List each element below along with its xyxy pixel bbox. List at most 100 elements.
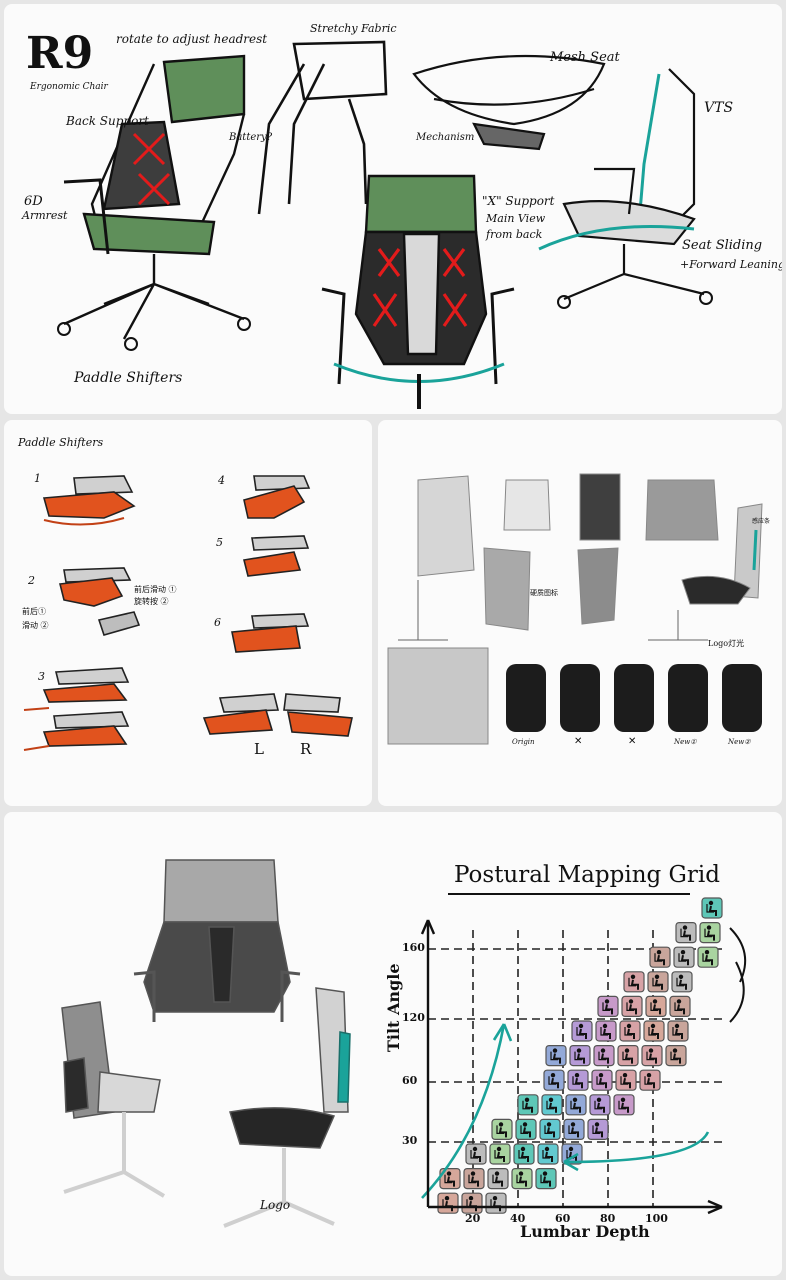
paddle-note-2: 旋转按 ② bbox=[134, 597, 169, 606]
variant-label-2: ✕ bbox=[574, 736, 583, 747]
x-tick-label: 60 bbox=[555, 1212, 571, 1225]
y-axis-label: Tilt Angle bbox=[384, 963, 403, 1052]
paddle-sheet-title: Paddle Shifters bbox=[18, 436, 104, 449]
note-battery: Battery? bbox=[229, 132, 273, 143]
posture-cell bbox=[595, 1020, 617, 1042]
model-subtitle: Ergonomic Chair bbox=[30, 82, 108, 92]
chair-concept-sketches bbox=[57, 40, 713, 409]
posture-cell bbox=[699, 921, 721, 944]
paddle-shifter-sketches bbox=[23, 475, 353, 751]
posture-cell bbox=[511, 1168, 533, 1190]
posture-cell bbox=[541, 1094, 563, 1116]
step-3: 3 bbox=[38, 670, 45, 683]
posture-cell bbox=[593, 1045, 615, 1067]
posture-cell bbox=[491, 1118, 513, 1140]
posture-cell bbox=[591, 1069, 613, 1091]
posture-cell bbox=[463, 1168, 485, 1190]
posture-cell bbox=[623, 971, 645, 993]
posture-cell bbox=[489, 1143, 511, 1165]
posture-cell bbox=[567, 1069, 589, 1091]
x-tick-label: 40 bbox=[510, 1212, 526, 1225]
note-paddle-shifters: Paddle Shifters bbox=[74, 370, 183, 386]
posture-cell bbox=[513, 1143, 535, 1165]
x-tick-label: 100 bbox=[645, 1212, 668, 1225]
concept-sketch-sheet: R9 Ergonomic Chair rotate to adjust head… bbox=[4, 4, 782, 414]
posture-cell bbox=[535, 1168, 557, 1190]
variant-label-4: New① bbox=[674, 738, 697, 746]
posture-cell bbox=[643, 1020, 665, 1042]
posture-cell bbox=[619, 1020, 641, 1042]
x-axis-label: Lumbar Depth bbox=[520, 1222, 650, 1241]
postural-mapping-sheet: Logo Postural Mapping Grid Tilt Angle Lu… bbox=[4, 812, 782, 1276]
note-back-support: Back Support bbox=[66, 114, 149, 128]
posture-cell bbox=[641, 1045, 663, 1067]
left-paddle-label: L bbox=[254, 740, 264, 758]
step-6: 6 bbox=[214, 616, 221, 629]
paddle-note-4: 滑动 ② bbox=[22, 621, 49, 630]
note-stretchy-fabric: Stretchy Fabric bbox=[310, 22, 397, 35]
posture-cell bbox=[621, 995, 643, 1017]
y-tick-label: 120 bbox=[402, 1011, 425, 1024]
logo-callout: Logo bbox=[260, 1198, 291, 1212]
render-note-1: 硬质图标 bbox=[530, 589, 558, 597]
posture-cell bbox=[589, 1094, 611, 1116]
paddle-note-3: 前后① bbox=[22, 607, 46, 616]
posture-cell bbox=[515, 1118, 537, 1140]
posture-cell bbox=[667, 1020, 689, 1042]
posture-cell bbox=[487, 1168, 509, 1190]
right-paddle-label: R bbox=[300, 740, 312, 758]
note-x-support: "X" Support bbox=[482, 194, 555, 208]
posture-cell bbox=[565, 1094, 587, 1116]
posture-cell bbox=[597, 995, 619, 1017]
posture-cell bbox=[647, 971, 669, 993]
posture-cell bbox=[539, 1118, 561, 1140]
model-title: R9 bbox=[26, 28, 94, 79]
posture-cell bbox=[571, 1020, 593, 1042]
y-tick-label: 60 bbox=[402, 1074, 418, 1087]
paddle-shifter-sheet: Paddle Shifters bbox=[4, 420, 372, 806]
posture-cell bbox=[697, 946, 719, 968]
posture-cell bbox=[587, 1118, 609, 1140]
posture-cell bbox=[437, 1192, 459, 1214]
posture-cell bbox=[517, 1094, 539, 1116]
variant-label-5: New② bbox=[728, 738, 751, 746]
note-mesh-seat: Mesh Seat bbox=[550, 50, 620, 65]
y-tick-label: 160 bbox=[402, 941, 425, 954]
posture-cell bbox=[645, 995, 667, 1017]
posture-cell bbox=[615, 1069, 637, 1091]
posture-cell bbox=[649, 946, 671, 968]
variant-label-3: ✕ bbox=[628, 736, 637, 747]
posture-cell bbox=[617, 1045, 639, 1067]
chair-render-studies bbox=[387, 473, 763, 745]
posture-cell bbox=[639, 1069, 661, 1091]
render-note-2: 感应条 bbox=[752, 518, 771, 525]
note-from-back: from back bbox=[486, 228, 543, 241]
note-armrest-1: 6D bbox=[24, 194, 43, 209]
posture-cell bbox=[545, 1045, 567, 1067]
note-seat-sliding: Seat Sliding bbox=[682, 238, 763, 253]
paddle-note-1: 前后滑动 ① bbox=[134, 585, 177, 594]
posture-cell bbox=[461, 1192, 483, 1214]
chair-views bbox=[61, 859, 351, 1228]
posture-cell bbox=[665, 1045, 687, 1067]
posture-cell bbox=[669, 995, 691, 1017]
posture-cell bbox=[613, 1094, 635, 1116]
postural-mapping-chart bbox=[420, 893, 747, 1215]
posture-cell bbox=[675, 921, 697, 944]
note-vts: VTS bbox=[704, 100, 734, 116]
posture-cell bbox=[673, 946, 695, 968]
step-5: 5 bbox=[216, 536, 223, 549]
variant-label-1: Origin bbox=[512, 738, 535, 746]
y-tick-label: 30 bbox=[402, 1134, 418, 1147]
posture-cell bbox=[701, 897, 723, 919]
render-study-sheet: 硬质图标 感应条 Logo灯光 Origin ✕ ✕ New① New② bbox=[378, 420, 782, 806]
render-note-3: Logo灯光 bbox=[708, 639, 745, 648]
posture-cell bbox=[563, 1118, 585, 1140]
step-2: 2 bbox=[28, 574, 35, 587]
note-main-view: Main View bbox=[486, 212, 546, 225]
posture-cell bbox=[569, 1045, 591, 1067]
posture-cell bbox=[543, 1069, 565, 1091]
x-tick-label: 80 bbox=[600, 1212, 616, 1225]
posture-cell bbox=[465, 1143, 487, 1165]
note-armrest-2: Armrest bbox=[22, 209, 68, 222]
